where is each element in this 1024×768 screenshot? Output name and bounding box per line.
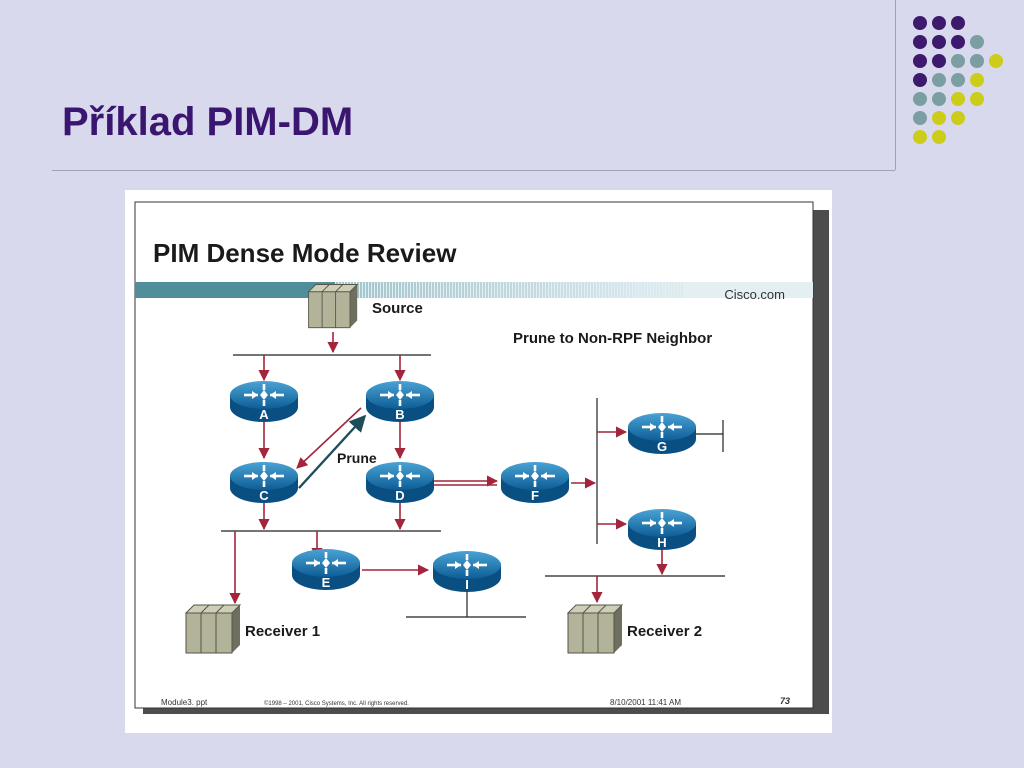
brand-label: Cisco.com [724,287,785,302]
decor-dot [932,111,946,125]
decorative-dot-grid [913,16,1003,144]
source-label: Source [372,300,423,317]
decor-dot [970,35,984,49]
receiver2-label: Receiver 2 [627,623,702,640]
routers: A B C D E F G H I [228,379,698,594]
router-i: I [431,549,503,594]
decor-dot [913,130,927,144]
receiver2-host [567,604,623,654]
router-label: C [259,488,269,503]
decor-dot [932,73,946,87]
decor-dot [951,35,965,49]
router-h: H [626,507,698,552]
router-f: F [499,460,571,505]
decor-dot [913,92,927,106]
decor-dot [970,54,984,68]
decor-dot [951,54,965,68]
decor-dot [989,54,1003,68]
router-e: E [290,547,362,592]
router-label: F [531,488,539,503]
router-b: B [364,379,436,424]
decor-dot [932,16,946,30]
router-label: I [465,577,469,592]
decor-dot [932,130,946,144]
decor-dot [951,16,965,30]
router-g: G [626,411,698,456]
header-band-solid [135,282,335,298]
decor-dot [951,73,965,87]
decor-dot [913,111,927,125]
router-label: H [657,535,666,550]
decor-dot [913,35,927,49]
source-host [308,284,358,329]
embedded-slide: PIM Dense Mode Review Cisco.com Prune to… [125,190,832,733]
multicast-flow-arrows [229,332,668,605]
pim-dense-mode-diagram: PIM Dense Mode Review Cisco.com Prune to… [134,201,829,714]
decor-dot [970,73,984,87]
decor-dot [951,92,965,106]
decor-dot [913,16,927,30]
page-title: Příklad PIM-DM [62,100,354,144]
receiver1-label: Receiver 1 [245,623,320,640]
footer-file: Module3. ppt [161,698,208,707]
router-label: B [395,407,404,422]
subtitle-label: Prune to Non-RPF Neighbor [513,330,712,347]
decor-dot [932,92,946,106]
router-label: G [657,439,667,454]
footer-copyright: ©1998 – 2001, Cisco Systems, Inc. All ri… [264,700,409,707]
decor-dot [913,54,927,68]
decor-dot [913,73,927,87]
receiver1-host [185,604,241,654]
router-label: A [259,407,269,422]
decor-dot [970,92,984,106]
corner-divider [895,0,896,170]
footer-page: 73 [780,696,790,706]
header-band-stripes [336,282,683,298]
router-a: A [228,379,300,424]
router-label: D [395,488,404,503]
footer-date: 8/10/2001 11:41 AM [610,698,681,707]
inner-slide-title: PIM Dense Mode Review [153,238,457,268]
prune-arrow [298,414,367,489]
router-label: E [322,575,331,590]
decor-dot [932,54,946,68]
decor-dot [932,35,946,49]
prune-label: Prune [337,450,377,466]
router-d: D [364,460,436,505]
router-c: C [228,460,300,505]
title-divider [52,170,895,171]
decor-dot [951,111,965,125]
